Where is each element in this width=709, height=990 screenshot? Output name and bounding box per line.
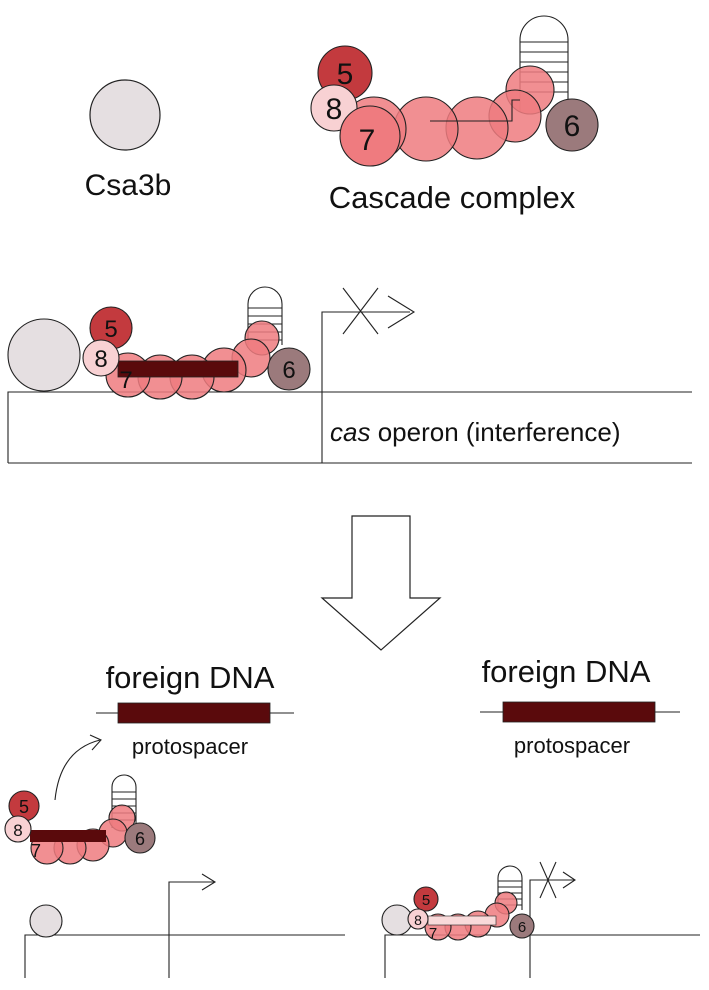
crrna-strand: [430, 99, 520, 122]
cas-operon-italic: cas: [330, 417, 370, 447]
csa3b-bound-icon: [7, 318, 81, 392]
cas7-mid: 7: [119, 367, 132, 394]
cas7-label: 7: [359, 124, 376, 157]
transition-arrow-icon: [320, 515, 442, 651]
cas6-mid: 6: [267, 347, 311, 391]
cas6-bl: 6: [124, 822, 156, 854]
bottom-right-panel: foreign DNA protospacer: [381, 654, 700, 978]
binding-arrow-icon: [54, 739, 101, 801]
cas8-label: 8: [326, 93, 343, 126]
cas-operon-label: cas operon (interference): [330, 417, 621, 447]
cascade-label: Cascade complex: [329, 180, 576, 215]
protospacer-left: [117, 702, 271, 724]
cas7-br-label: 7: [429, 925, 437, 942]
protospacer-label-left: protospacer: [132, 734, 248, 759]
cas6-subunit: 6: [545, 98, 599, 152]
csa3b-protein-icon: [89, 79, 161, 151]
cas7-mid-label: 7: [119, 367, 132, 394]
foreign-dna-label-left: foreign DNA: [106, 660, 275, 695]
foreign-dna-label-right: foreign DNA: [482, 654, 651, 689]
cas5-br-label: 5: [422, 892, 430, 909]
cas6-br: 6: [509, 913, 535, 939]
bottom-left-panel: foreign DNA protospacer 5 8 7: [4, 660, 345, 978]
cas-operon-rest: operon (interference): [370, 417, 620, 447]
cas6-label: 6: [564, 110, 581, 143]
dna-promoter-block: [7, 287, 692, 464]
cas6-br-label: 6: [518, 919, 526, 936]
cas5-label: 5: [337, 58, 354, 91]
cas6-bl-label: 6: [135, 829, 145, 849]
cas5-mid-label: 5: [104, 316, 117, 343]
cas5-bl-label: 5: [19, 797, 29, 817]
cascade-complex-free: 5 8 7 6 Cascade complex: [310, 15, 599, 215]
cas7-subunit: 7: [339, 105, 401, 167]
cas8-bl-label: 8: [13, 821, 22, 840]
csa3b-free: Csa3b: [85, 79, 172, 202]
spacer-rna-duplex: [117, 360, 239, 378]
spacer-rna-bl: [30, 830, 106, 842]
cas8-br: 8: [407, 908, 429, 930]
cas8-mid: 8: [82, 339, 120, 377]
cas8-br-label: 8: [414, 912, 422, 928]
cas7-bl-label: 7: [31, 841, 41, 861]
cas8-mid-label: 8: [94, 346, 107, 373]
repression-state: 5 8 7 6 cas operon (interference): [7, 286, 692, 464]
protospacer-label-right: protospacer: [514, 733, 630, 758]
spacer-rna-br: [427, 915, 497, 926]
csa3b-label: Csa3b: [85, 169, 172, 202]
csa3b-bl-icon: [29, 904, 63, 938]
cas6-mid-label: 6: [282, 357, 295, 384]
cas5-br: 5: [413, 886, 439, 912]
protospacer-right: [502, 701, 656, 723]
dna-promoter-block-br: [384, 861, 700, 978]
cas5-mid: 5: [89, 306, 133, 350]
cas8-bl: 8: [4, 815, 32, 843]
dna-promoter-block-bl: [24, 873, 345, 978]
